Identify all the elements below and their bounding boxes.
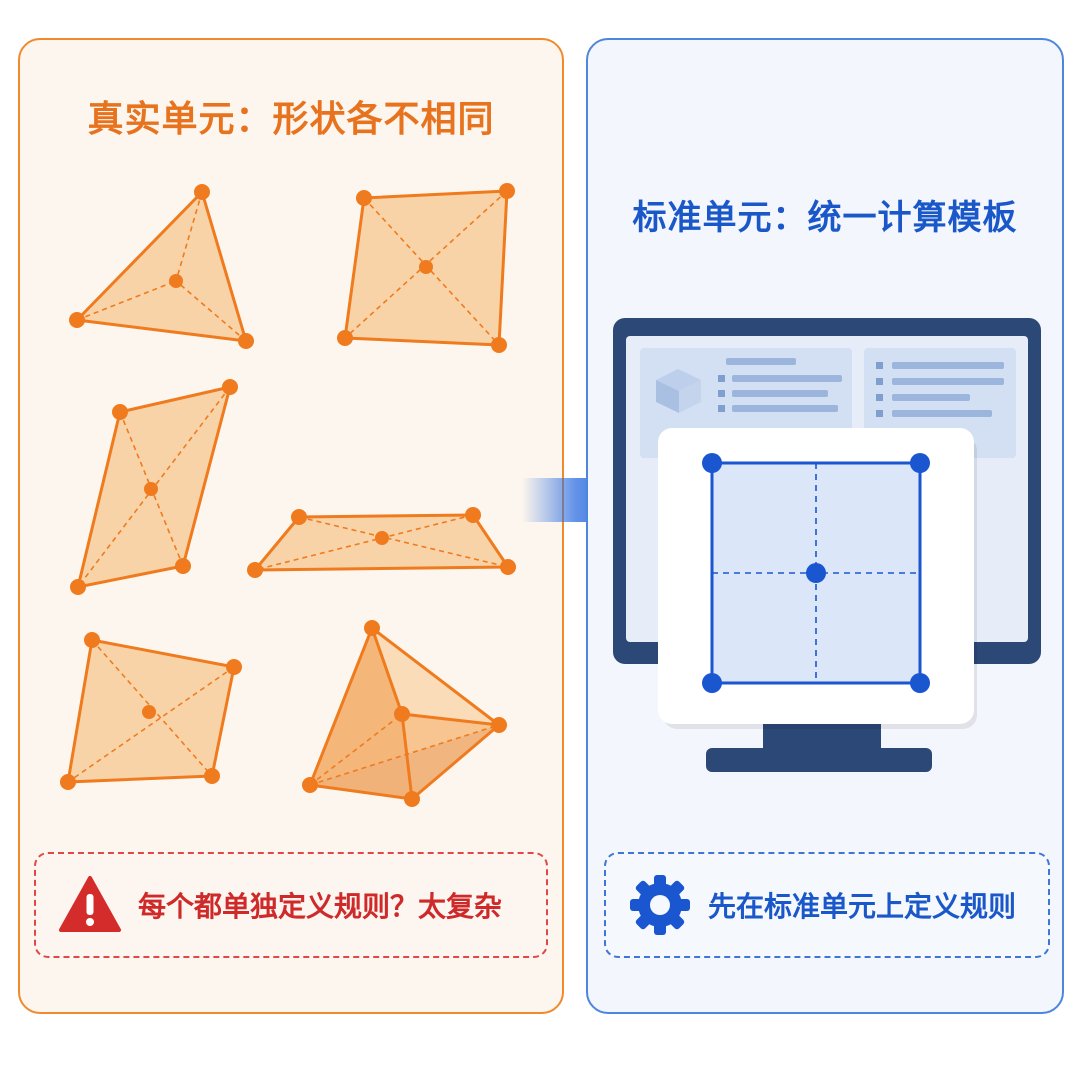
warning-triangle-icon	[59, 876, 121, 932]
standard-square-element	[702, 453, 930, 693]
real-elements-panel: 真实单元：形状各不相同 .of { fill: #f9d3a8; stroke:…	[18, 38, 564, 1014]
standard-element-title: 标准单元：统一计算模板	[632, 198, 1018, 238]
standard-element-panel: 标准单元：统一计算模板	[586, 38, 1064, 1014]
gear-icon	[630, 875, 690, 935]
computer-template-illustration	[613, 318, 1041, 772]
irregular-elements-illustration: .of { fill: #f9d3a8; stroke: #ef7b1e; st…	[60, 183, 516, 807]
complexity-warning-text: 每个都单独定义规则？太复杂	[138, 890, 503, 923]
quad-element-1	[337, 183, 515, 353]
real-elements-title: 真实单元：形状各不相同	[87, 99, 495, 140]
triangle-element	[69, 184, 254, 349]
define-rules-text: 先在标准单元上定义规则	[708, 890, 1017, 923]
tetrahedron-element	[302, 620, 507, 807]
quad-element-4	[60, 632, 242, 790]
quad-element-3	[247, 507, 516, 578]
define-rules-box: 先在标准单元上定义规则	[604, 852, 1050, 958]
cube-icon	[656, 369, 701, 413]
complexity-warning-box: 每个都单独定义规则？太复杂	[34, 852, 548, 958]
quad-element-2	[70, 379, 238, 595]
